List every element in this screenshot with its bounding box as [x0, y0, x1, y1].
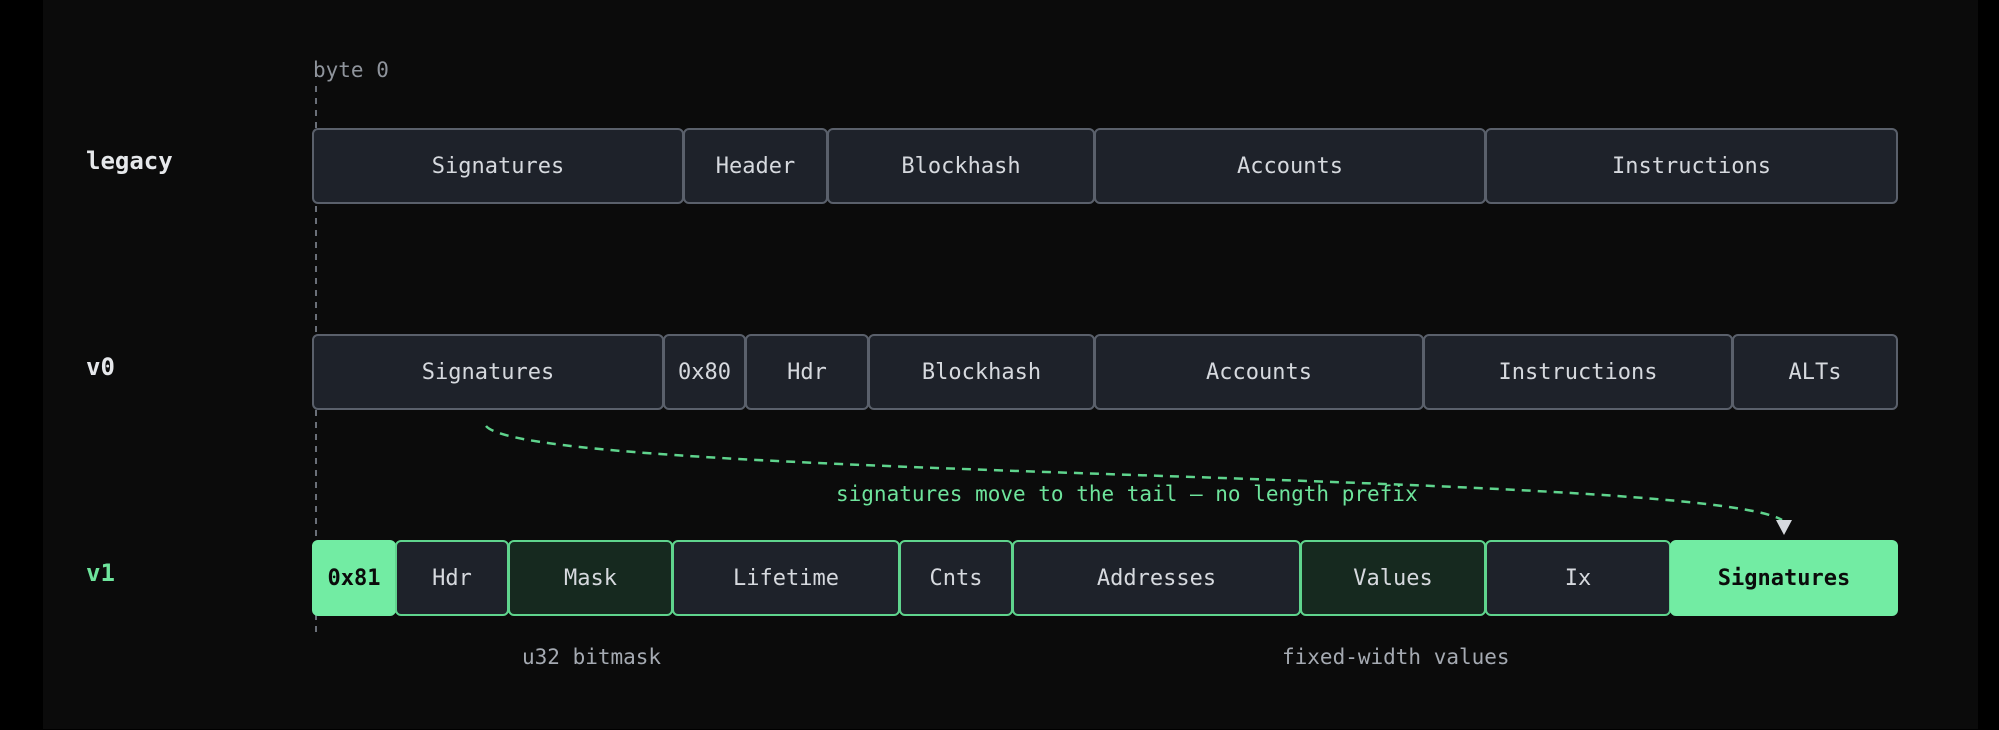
legacy-segment-signatures: Signatures [312, 128, 684, 204]
mask-annotation: u32 bitmask [522, 645, 662, 669]
v1-segment-lifetime: Lifetime [672, 540, 900, 616]
arrow-head-icon [1776, 520, 1792, 535]
signatures-move-note: signatures move to the tail — no length … [836, 482, 1418, 506]
v1-segment-signatures: Signatures [1670, 540, 1898, 616]
legacy-segment-header: Header [683, 128, 828, 204]
values-annotation: fixed-width values [1282, 645, 1510, 669]
v0-segment-alts: ALTs [1732, 334, 1898, 410]
row-label-v1: v1 [86, 559, 115, 587]
legacy-segment-instructions: Instructions [1485, 128, 1898, 204]
v1-segment-hdr: Hdr [395, 540, 509, 616]
v1-segment-values: Values [1300, 540, 1486, 616]
v0-segment-signatures: Signatures [312, 334, 664, 410]
byte-0-label: byte 0 [313, 58, 389, 82]
v0-segment-instructions: Instructions [1423, 334, 1733, 410]
v0-segment-hdr: Hdr [745, 334, 869, 410]
v0-segment-version-byte: 0x80 [663, 334, 746, 410]
v1-segment-version-byte: 0x81 [312, 540, 396, 616]
row-label-v0: v0 [86, 353, 115, 381]
v0-segment-blockhash: Blockhash [868, 334, 1095, 410]
v1-segment-cnts: Cnts [899, 540, 1013, 616]
row-label-legacy: legacy [86, 147, 173, 175]
legacy-segment-accounts: Accounts [1094, 128, 1486, 204]
legacy-segment-blockhash: Blockhash [827, 128, 1095, 204]
v1-segment-addresses: Addresses [1012, 540, 1301, 616]
v1-segment-mask: Mask [508, 540, 673, 616]
v1-segment-ix: Ix [1485, 540, 1671, 616]
v0-segment-accounts: Accounts [1094, 334, 1424, 410]
